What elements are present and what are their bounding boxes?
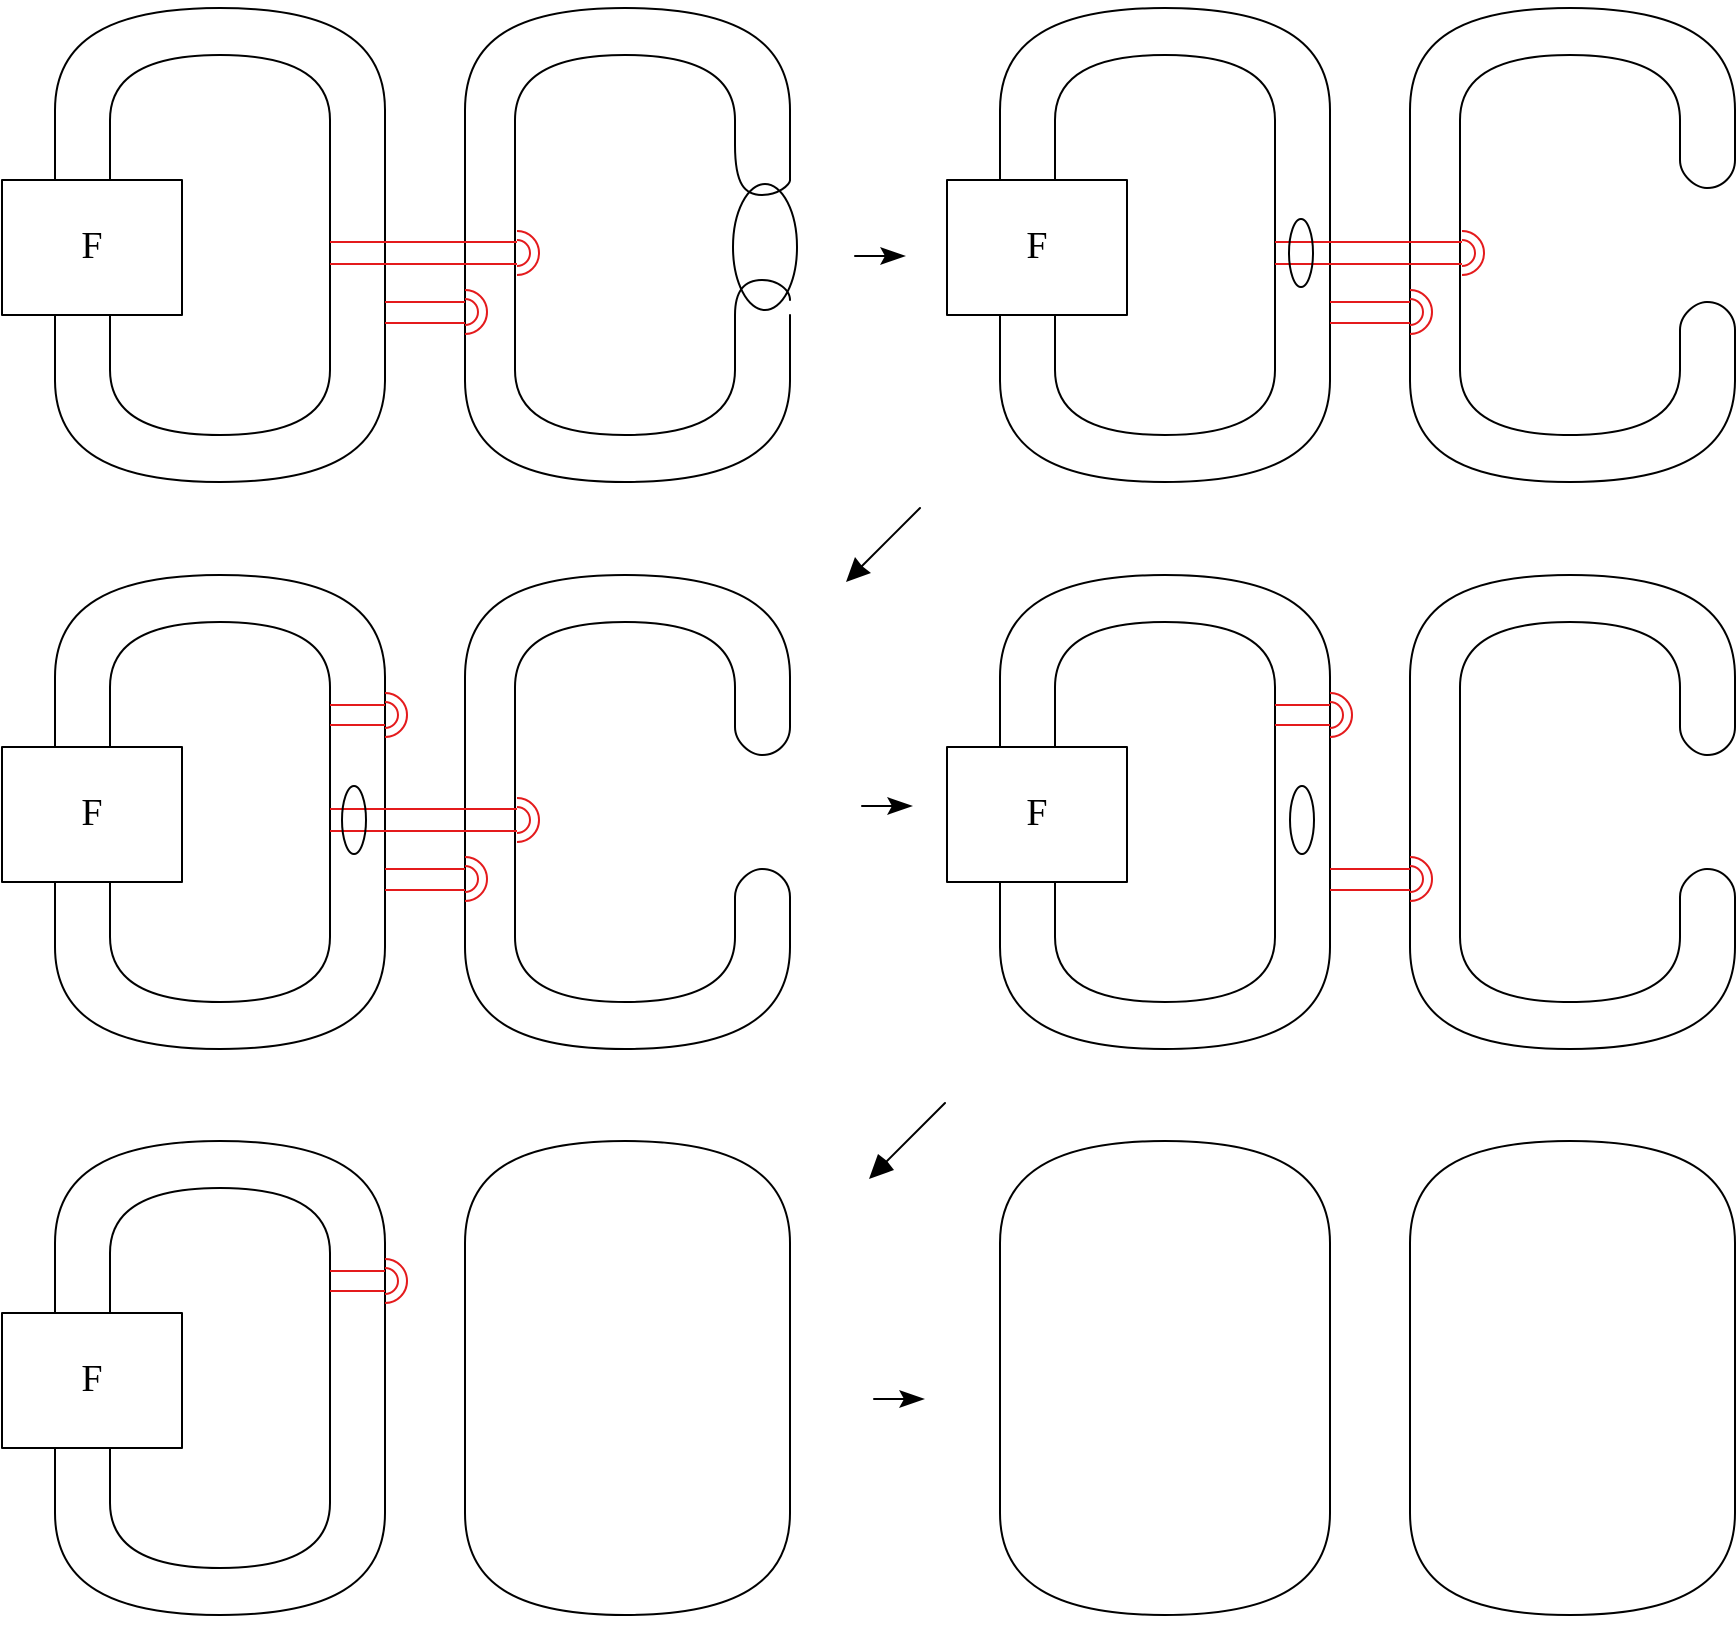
red-band-top	[1275, 692, 1353, 738]
red-band-short	[1330, 289, 1433, 335]
red-band-short	[385, 856, 488, 902]
arrow-2-to-3	[846, 507, 921, 582]
red-band-long	[1275, 230, 1485, 276]
red-band-long	[330, 230, 540, 276]
red-band-top	[330, 692, 408, 738]
red-band-short	[385, 289, 488, 335]
f-box-label: F	[81, 225, 102, 267]
meridian-loop	[1289, 785, 1315, 855]
red-band-short	[1330, 856, 1433, 902]
clasp-arc-upper	[734, 144, 791, 196]
meridian-loop	[341, 785, 367, 855]
panel-1: F	[1, 7, 798, 483]
red-band-long	[330, 797, 540, 843]
arrow-5-to-6	[873, 1390, 925, 1408]
arrow-4-to-5	[869, 1102, 946, 1179]
meridian-loop	[1288, 218, 1314, 288]
clasp-loop	[732, 183, 798, 311]
panel-5: F	[1, 1140, 791, 1616]
panel-2: F	[946, 7, 1736, 483]
f-box-label: F	[81, 792, 102, 834]
panel-4: F	[946, 574, 1736, 1050]
arrow-1-to-2	[854, 247, 906, 265]
red-band-top	[330, 1258, 408, 1304]
arrow-3-to-4	[861, 797, 913, 815]
panel-3: F	[1, 574, 791, 1050]
right-annulus	[464, 7, 791, 483]
panel-6	[999, 1140, 1736, 1616]
f-box-label: F	[1026, 225, 1047, 267]
f-box-label: F	[81, 1358, 102, 1400]
f-box-label: F	[1026, 792, 1047, 834]
closed-component-left	[999, 1140, 1331, 1616]
